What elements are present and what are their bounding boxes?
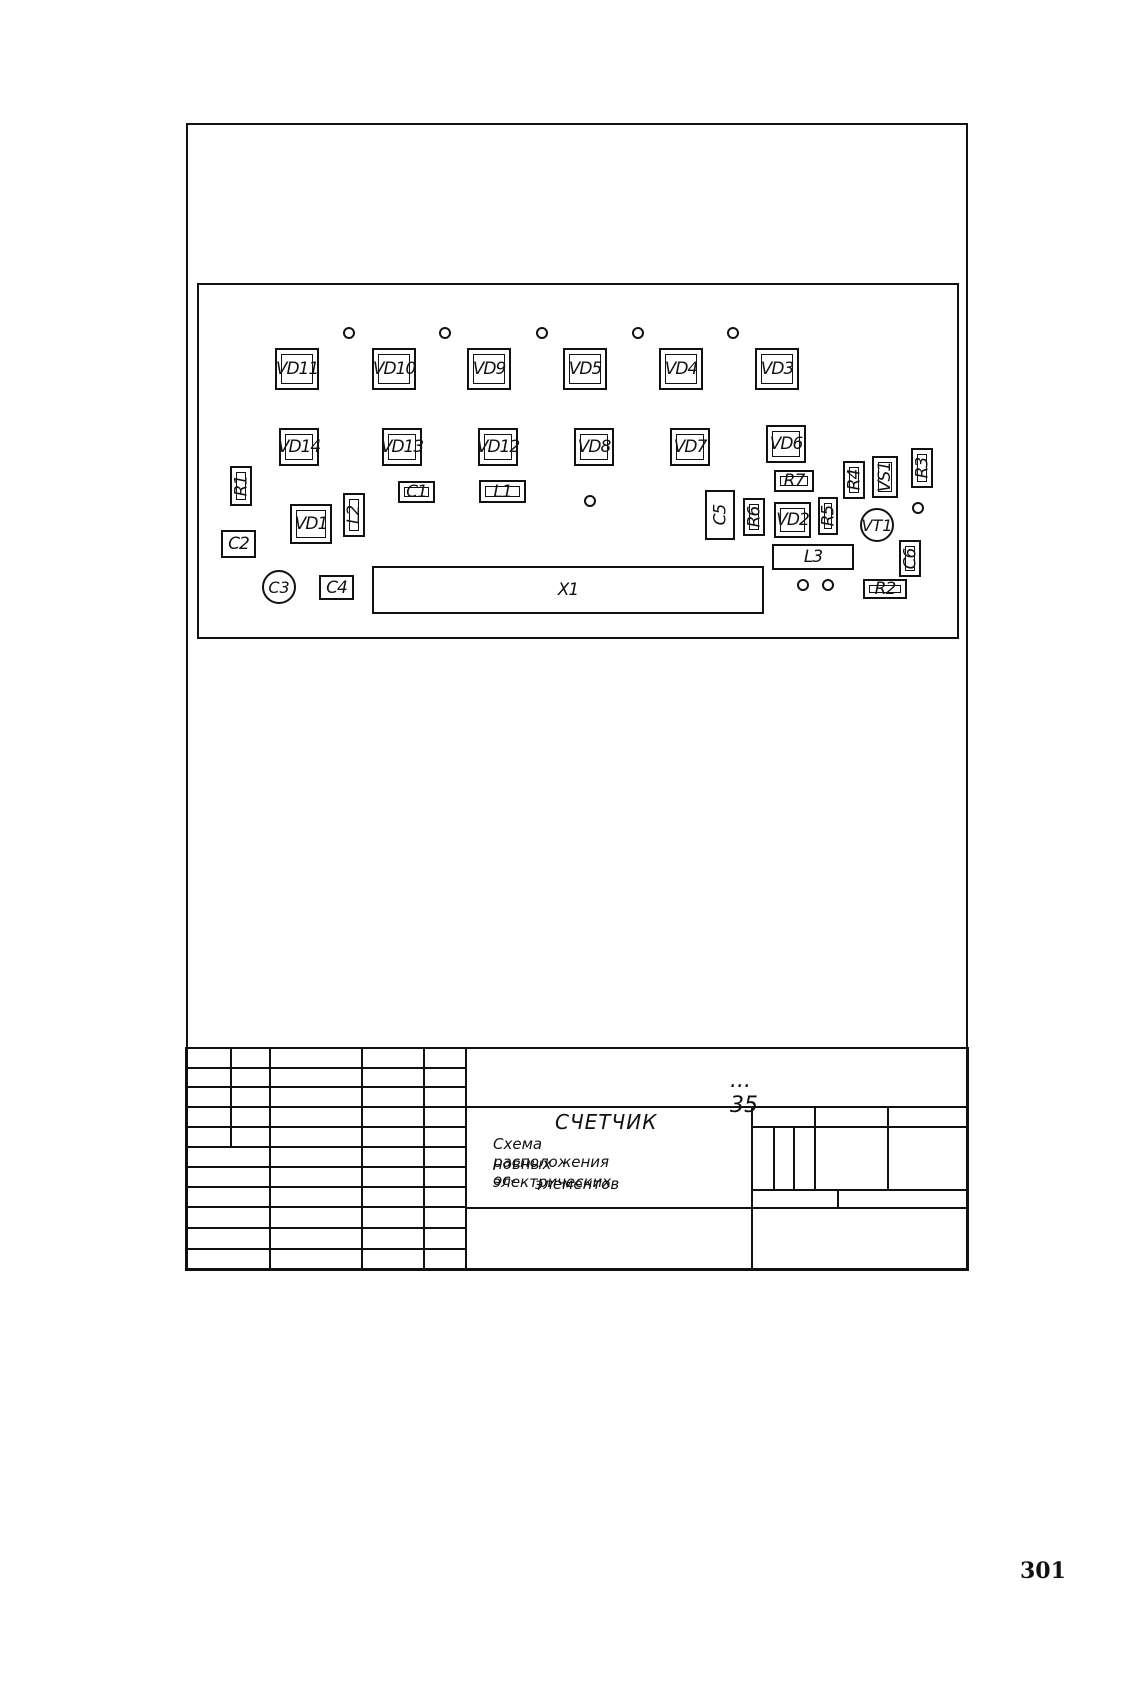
component-vd13: VD13 [381, 428, 424, 466]
component-vd14: VD14 [278, 428, 321, 466]
page-number: 301 [1020, 1558, 1066, 1584]
component-vd1: VD1 [290, 504, 332, 544]
document-designation: ... 35 [730, 1068, 758, 1118]
drawing-subtitle-line-2: новных электрических [493, 1155, 612, 1191]
component-r5: R5 [818, 497, 838, 535]
pcb-outline [197, 283, 959, 639]
component-c2: C2 [221, 530, 256, 558]
component-vd5: VD5 [563, 348, 607, 390]
component-vd12: VD12 [477, 428, 520, 466]
component-c6: C6 [899, 540, 921, 577]
component-c5: C5 [705, 490, 735, 540]
component-c4: C4 [319, 575, 354, 600]
component-c3: C3 [262, 570, 296, 604]
component-r1: R1 [230, 466, 252, 506]
mounting-hole [822, 579, 834, 591]
drawing-subtitle-line-3: элементов [535, 1175, 620, 1193]
component-l3: L3 [772, 544, 854, 570]
component-vd7: VD7 [670, 428, 710, 466]
drawing-title: СЧЕТЧИК [555, 1110, 658, 1134]
component-r4: R4 [843, 461, 865, 499]
mounting-hole [912, 502, 924, 514]
component-vd6: VD6 [766, 425, 806, 463]
component-r6: R6 [743, 498, 765, 536]
component-vd11: VD11 [275, 348, 319, 390]
mounting-hole [632, 327, 644, 339]
component-vt1: VT1 [860, 508, 894, 542]
component-vd8: VD8 [574, 428, 614, 466]
drawing-subtitle-line-1: Схема расположения ос- [493, 1135, 610, 1189]
component-l1: L1 [479, 480, 526, 503]
component-x1: X1 [372, 566, 764, 614]
component-vs1: VS1 [872, 456, 898, 498]
component-vd2: VD2 [774, 502, 811, 538]
mounting-hole [797, 579, 809, 591]
mounting-hole [536, 327, 548, 339]
component-r3: R3 [911, 448, 933, 488]
component-vd3: VD3 [755, 348, 799, 390]
component-c1: C1 [398, 481, 435, 503]
component-vd9: VD9 [467, 348, 511, 390]
component-vd4: VD4 [659, 348, 703, 390]
mounting-hole [439, 327, 451, 339]
component-l2: L2 [343, 493, 365, 537]
mounting-hole [343, 327, 355, 339]
component-r2: R2 [863, 579, 907, 599]
component-r7: R7 [774, 470, 814, 492]
mounting-hole [584, 495, 596, 507]
mounting-hole [727, 327, 739, 339]
component-vd10: VD10 [372, 348, 416, 390]
